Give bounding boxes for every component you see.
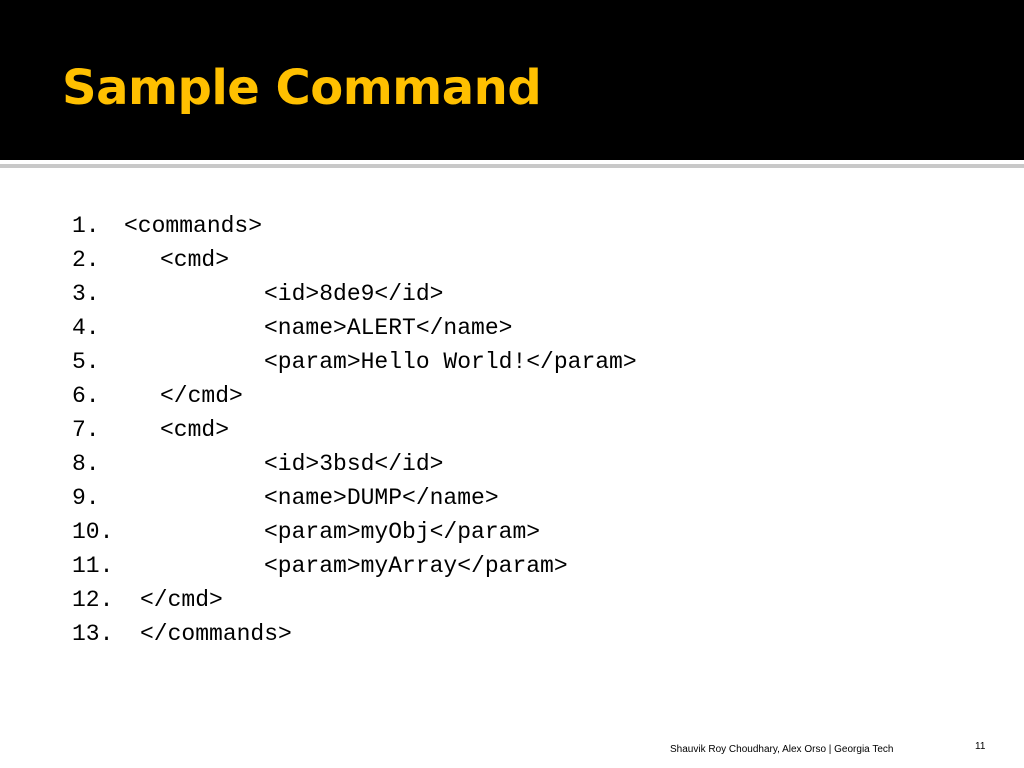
line-text: </commands> (140, 621, 292, 647)
line-text: <param>Hello World!</param> (264, 349, 637, 375)
line-text: </cmd> (140, 587, 223, 613)
title-bar: Sample Command (0, 0, 1024, 160)
line-text: <cmd> (160, 247, 230, 273)
slide-title: Sample Command (62, 60, 542, 116)
line-text: <name>ALERT</name> (264, 315, 513, 341)
line-text: <param>myObj</param> (264, 519, 541, 545)
line-text: <id>3bsd</id> (264, 451, 444, 477)
line-number: 10. (72, 519, 114, 545)
line-number: 13. (72, 621, 114, 647)
line-number: 7. (72, 417, 100, 443)
line-text: <param>myArray</param> (264, 553, 568, 579)
line-text: <id>8de9</id> (264, 281, 444, 307)
title-divider (0, 164, 1024, 168)
footer-credits: Shauvik Roy Choudhary, Alex Orso | Georg… (670, 744, 894, 755)
line-number: 2. (72, 247, 100, 273)
line-number: 8. (72, 451, 100, 477)
line-text: </cmd> (160, 383, 243, 409)
page-number: 11 (975, 741, 986, 752)
line-number: 6. (72, 383, 100, 409)
line-text: <name>DUMP</name> (264, 485, 499, 511)
line-text: <commands> (124, 213, 263, 239)
line-number: 9. (72, 485, 100, 511)
line-number: 12. (72, 587, 114, 613)
line-number: 3. (72, 281, 100, 307)
line-number: 1. (72, 213, 100, 239)
line-number: 4. (72, 315, 100, 341)
line-text: <cmd> (160, 417, 230, 443)
line-number: 11. (72, 553, 114, 579)
line-number: 5. (72, 349, 100, 375)
